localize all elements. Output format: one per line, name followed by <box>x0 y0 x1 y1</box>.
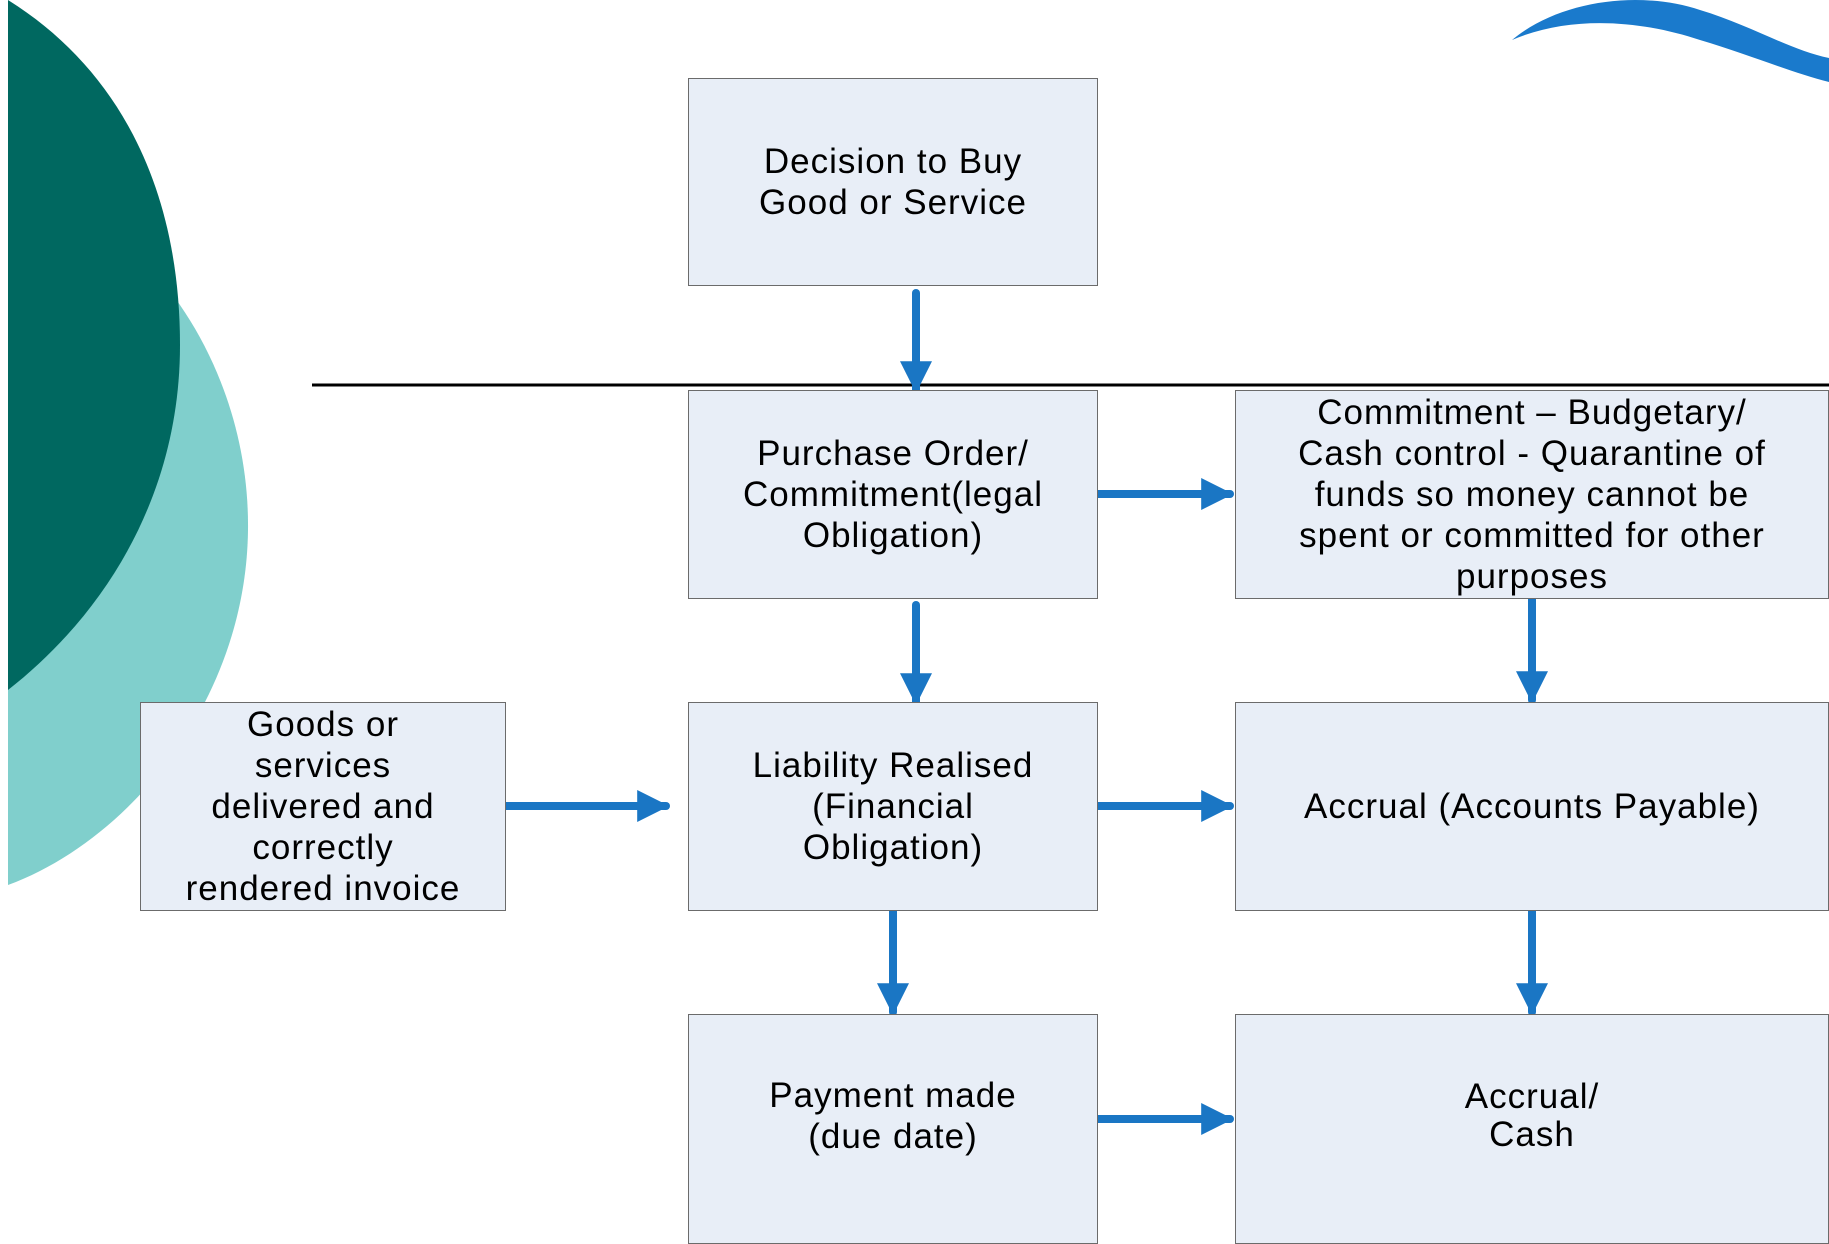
blue-swoosh <box>1512 0 1829 82</box>
payment-made-box: Payment made (due date) <box>688 1014 1098 1244</box>
purchase-order-box: Purchase Order/ Commitment(legal Obligat… <box>688 390 1098 599</box>
liability-realised-box: Liability Realised (Financial Obligation… <box>688 702 1098 911</box>
dark-teal-circle <box>8 0 180 690</box>
accrual-cash-box: Accrual/ Cash <box>1235 1014 1829 1244</box>
commitment-budgetary-box: Commitment – Budgetary/ Cash control - Q… <box>1235 390 1829 599</box>
decision-to-buy-box: Decision to Buy Good or Service <box>688 78 1098 286</box>
accrual-accounts-payable-box: Accrual (Accounts Payable) <box>1235 702 1829 911</box>
goods-delivered-box: Goods or services delivered and correctl… <box>140 702 506 911</box>
